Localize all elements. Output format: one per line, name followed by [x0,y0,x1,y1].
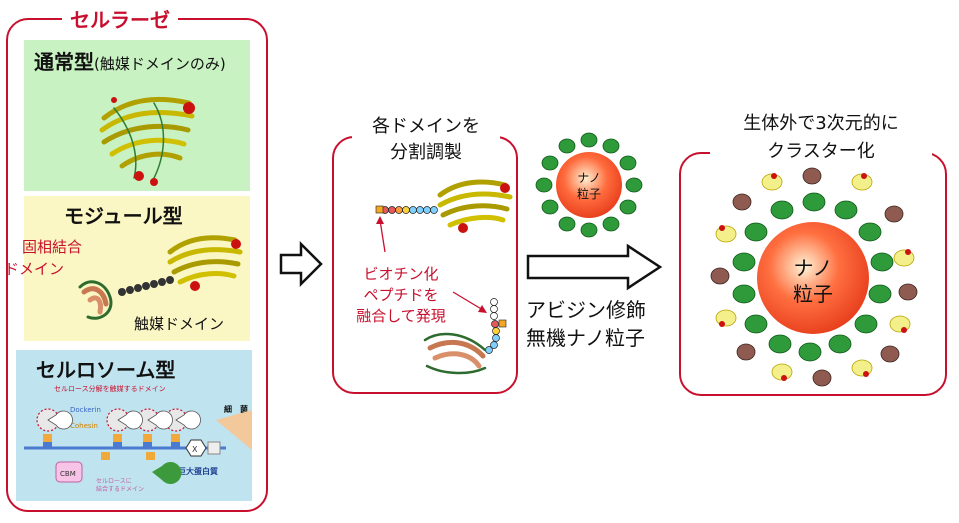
cluster-title: 生体外で3次元的に クラスター化 [710,110,932,166]
cellulosome-type-title: セルロソーム型 [36,358,176,382]
cohesin-label: Cohesin [70,422,98,430]
catalytic-domain-structure [99,96,195,186]
avidin-label-line1: アビジン修飾 [526,298,646,322]
fixed-phase-domain-line1: 固相結合 [22,238,83,256]
avidin-label-line2: 無機ナノ粒子 [526,326,645,350]
hollow-arrow-1 [279,240,323,288]
normal-type-title: 通常型(触媒ドメインのみ) [34,46,226,75]
avidin-arrow [526,243,663,291]
cellulosome-schematic: X CBM [24,408,252,484]
big-particle-label: ナノ 粒子 [783,255,843,307]
cellulosome-caption-catalytic: セルロース分解を触媒するドメイン [54,385,166,393]
x-module-label: X [192,445,198,454]
modular-type-title: モジュール型 [64,204,183,228]
small-nanoparticle [535,132,643,238]
avidin-nanoparticle-label: アビジン修飾 無機ナノ粒子 [526,296,646,352]
small-particle-line2: 粒子 [576,187,601,201]
split-title-line1: 各ドメインを [372,116,480,137]
fixed-phase-domain-label: 固相結合 ドメイン [4,236,82,280]
dockerin-label: Dockerin [70,406,101,414]
fixed-phase-domain-line2: ドメイン [4,260,65,278]
big-particle-line2: 粒子 [793,282,833,306]
big-protein-label: 巨大蛋白質 [178,467,218,476]
catalytic-domain-label: 触媒ドメイン [134,315,225,333]
annotation-line3: 融合して発現 [356,307,446,325]
split-domains-illustration [375,179,513,375]
big-particle-line1: ナノ [793,256,833,280]
modular-type-panel: モジュール型 [24,196,250,341]
small-particle-label: ナノ 粒子 [571,170,607,202]
bacteria-label: 細 菌 [224,405,248,414]
split-preparation-title: 各ドメインを 分割調製 [352,114,500,166]
small-particle-line1: ナノ [577,171,601,185]
biotin-peptide-annotation: ビオチン化 ペプチドを 融合して発現 [342,264,460,327]
clustered-nanoparticle [710,167,918,387]
split-title-line2: 分割調製 [390,142,462,163]
cellulose-binding-caption: セルロースに 結合するドメイン [96,478,144,494]
normal-type-panel: 通常型(触媒ドメインのみ) [24,40,250,191]
modular-enzyme-structure [78,235,243,320]
cellulose-binding-line1: セルロースに [96,478,132,485]
cluster-title-line2: クラスター化 [767,141,875,162]
normal-type-subtitle: (触媒ドメインのみ) [94,55,226,73]
normal-type-name: 通常型 [34,50,94,74]
cellulose-binding-line2: 結合するドメイン [96,486,145,493]
cellulase-title: セルラーゼ [62,4,178,33]
cbm-label: CBM [60,470,76,478]
cluster-title-line1: 生体外で3次元的に [743,113,899,134]
annotation-line2: ペプチドを [363,286,439,304]
cellulosome-type-panel: セルロソーム型 セルロース分解を触媒するドメイン Dockerin Cohesi… [16,350,252,501]
annotation-line1: ビオチン化 [363,265,439,283]
